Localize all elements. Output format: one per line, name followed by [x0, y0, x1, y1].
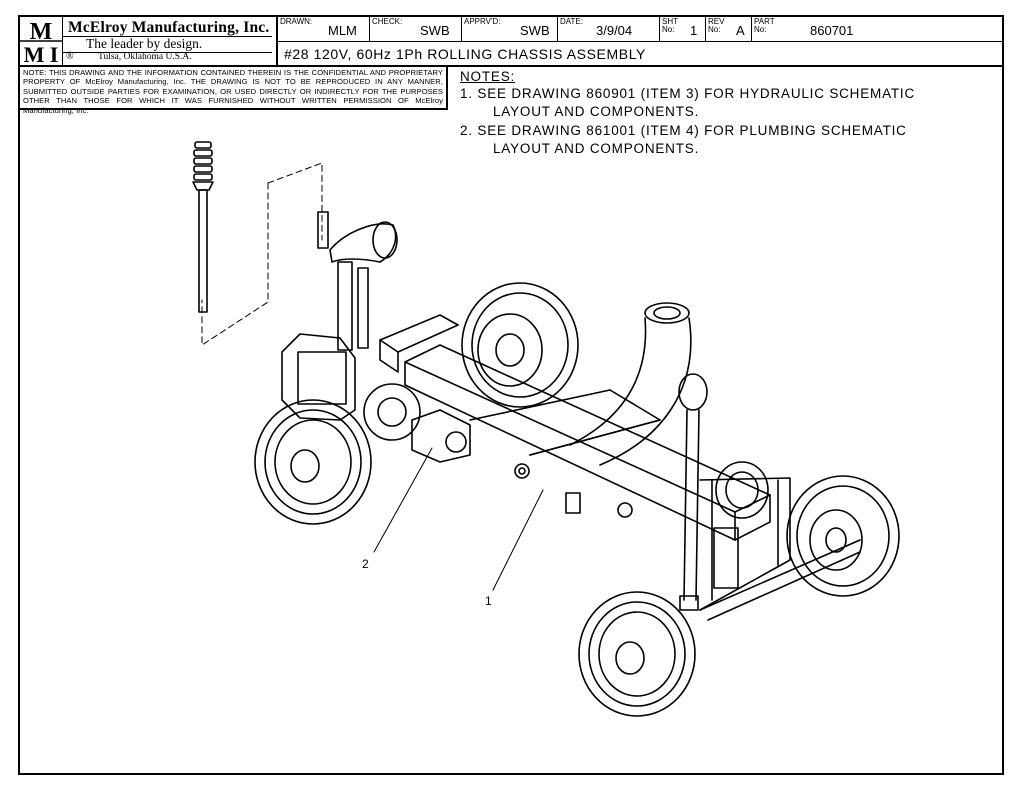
notes-heading: NOTES: — [460, 69, 516, 84]
lift-handle — [678, 373, 708, 611]
note-item: 1. SEE DRAWING 860901 (ITEM 3) FOR HYDRA… — [460, 85, 915, 121]
cross-member — [469, 389, 661, 456]
approved-value: SWB — [520, 23, 550, 38]
main-beam — [404, 344, 771, 541]
company-name: McElroy Manufacturing, Inc. — [68, 19, 270, 36]
company-block: McElroy Manufacturing, Inc. The leader b… — [62, 17, 278, 65]
assembly-leader — [201, 162, 323, 346]
pin-icon — [192, 141, 214, 313]
pump-assembly — [281, 333, 471, 463]
confidentiality-note: NOTE: THIS DRAWING AND THE INFORMATION C… — [23, 68, 443, 115]
upright-support — [317, 211, 398, 351]
approved-label: APPRV'D: — [464, 17, 501, 26]
drawn-label: DRAWN: — [280, 17, 313, 26]
approved-cell: APPRV'D: SWB — [462, 17, 558, 41]
confidentiality-note-box: NOTE: THIS DRAWING AND THE INFORMATION C… — [20, 65, 448, 115]
notes-block: NOTES: 1. SEE DRAWING 860901 (ITEM 3) FO… — [460, 69, 915, 158]
tray — [379, 314, 459, 373]
sheet-value: 1 — [690, 23, 698, 38]
note-line: 1. SEE DRAWING 860901 (ITEM 3) FOR HYDRA… — [460, 86, 916, 101]
date-label: DATE: — [560, 17, 583, 26]
company-location: Tulsa, Oklahoma U.S.A. — [98, 52, 192, 62]
pipe — [569, 302, 692, 466]
check-label: CHECK: — [372, 17, 403, 26]
description-row: #28 120V, 60Hz 1Ph ROLLING CHASSIS ASSEM… — [278, 41, 1002, 66]
title-block: M M I McElroy Manufacturing, Inc. The le… — [20, 17, 1002, 67]
callout-item-1: 1 — [485, 594, 492, 608]
logo-letter-top: M — [30, 19, 53, 45]
drawing-sheet: M M I McElroy Manufacturing, Inc. The le… — [18, 15, 1004, 775]
check-cell: CHECK: SWB — [370, 17, 462, 41]
wheel-icon — [254, 282, 900, 717]
drawn-value: MLM — [328, 23, 357, 38]
part-value: 860701 — [810, 23, 854, 38]
callout-item-2: 2 — [362, 557, 369, 571]
note-line: 2. SEE DRAWING 861001 (ITEM 4) FOR PLUMB… — [460, 123, 907, 138]
date-cell: DATE: 3/9/04 — [558, 17, 660, 41]
logo-letter-bottom-i: I — [50, 42, 59, 65]
registered-mark: ® — [66, 51, 74, 62]
company-logo: M M I — [20, 17, 63, 67]
check-value: SWB — [420, 23, 450, 38]
note-line: LAYOUT AND COMPONENTS. — [493, 104, 700, 119]
date-value: 3/9/04 — [596, 23, 633, 38]
rev-value: A — [736, 23, 745, 38]
drawing-description: #28 120V, 60Hz 1Ph ROLLING CHASSIS ASSEM… — [284, 46, 646, 62]
logo-letter-bottom-m: M — [24, 42, 45, 65]
note-line: LAYOUT AND COMPONENTS. — [493, 141, 700, 156]
note-item: 2. SEE DRAWING 861001 (ITEM 4) FOR PLUMB… — [460, 122, 915, 158]
drawn-cell: DRAWN: MLM — [278, 17, 370, 41]
callout-leaders — [373, 447, 544, 591]
company-tagline: The leader by design. — [86, 36, 203, 51]
